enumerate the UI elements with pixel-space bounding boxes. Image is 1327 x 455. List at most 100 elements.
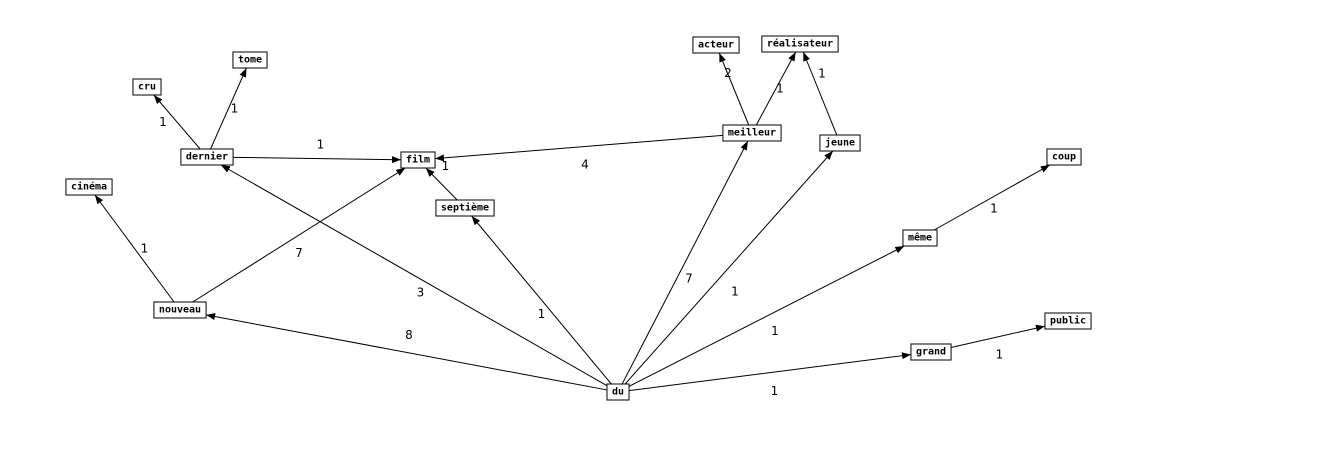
node-box [132, 78, 162, 96]
edge-weight-label: 1 [990, 202, 998, 216]
node-coup: coup [1046, 148, 1082, 166]
node-grand: grand [910, 343, 952, 361]
node-box [1044, 312, 1092, 330]
edge-septieme-film: 1 [425, 159, 458, 201]
node-cru: cru [132, 78, 162, 96]
node-box [819, 134, 861, 152]
node-jeune: jeune [819, 134, 861, 152]
node-label: septième [441, 202, 489, 214]
edge-du-jeune: 1 [624, 150, 834, 385]
edge-arrow [628, 352, 912, 392]
node-box [435, 199, 495, 217]
edge-arrow [933, 164, 1051, 231]
node-label: jeune [825, 137, 855, 149]
node-label: réalisateur [767, 38, 833, 50]
edge-arrow [94, 194, 175, 303]
node-label: meilleur [728, 127, 776, 139]
node-box [910, 343, 952, 361]
edge-weight-label: 2 [724, 66, 732, 80]
edge-du-grand: 1 [628, 352, 912, 398]
edge-weight-label: 1 [538, 307, 546, 321]
edge-arrow [950, 324, 1046, 348]
node-box [606, 383, 630, 401]
edge-weight-label: 1 [159, 115, 167, 129]
node-box [153, 301, 207, 319]
node-box [722, 124, 782, 142]
node-box [1046, 148, 1082, 166]
edge-meilleur-acteur: 2 [718, 52, 750, 126]
edge-arrow [624, 150, 834, 385]
edge-weight-label: 8 [405, 328, 413, 342]
edge-arrow [755, 51, 797, 126]
node-box [232, 51, 268, 69]
node-box [400, 151, 436, 169]
edge-arrow [435, 134, 723, 162]
node-label: cru [138, 82, 156, 93]
node-label: même [908, 232, 932, 244]
node-film: film [400, 151, 436, 169]
edge-du-meme: 1 [628, 245, 905, 387]
node-public: public [1044, 312, 1092, 330]
edge-weight-label: 1 [776, 82, 784, 96]
edge-weight-label: 1 [771, 324, 779, 338]
edge-du-meilleur: 7 [621, 140, 749, 385]
node-label: cinéma [71, 181, 107, 193]
edge-weight-label: 1 [317, 138, 325, 152]
node-label: dernier [186, 151, 228, 163]
edge-arrow [621, 140, 749, 385]
node-label: du [612, 387, 624, 398]
edge-arrow [192, 167, 406, 303]
node-acteur: acteur [692, 36, 740, 54]
node-box [902, 229, 938, 247]
node-box [761, 35, 839, 53]
edge-dernier-cru: 1 [153, 94, 201, 150]
edge-meme-coup: 1 [933, 164, 1051, 231]
node-label: nouveau [159, 305, 201, 316]
node-box [65, 178, 113, 196]
nodes-layer: cru tome dernier film cinéma septième nouveau d… [65, 35, 1092, 401]
edge-arrow [153, 94, 201, 150]
edge-weight-label: 7 [685, 272, 693, 286]
edge-du-dernier: 3 [220, 164, 608, 387]
edge-weight-label: 1 [141, 242, 149, 256]
edge-weight-label: 1 [996, 348, 1004, 362]
edge-arrow [220, 164, 608, 387]
edge-arrow [471, 215, 612, 385]
node-meilleur: meilleur [722, 124, 782, 142]
node-label: acteur [698, 40, 734, 51]
edge-weight-label: 4 [581, 158, 589, 172]
node-box [180, 148, 234, 166]
edge-arrow [802, 51, 838, 136]
node-septieme: septième [435, 199, 495, 217]
edge-arrow [205, 313, 608, 391]
node-label: tome [238, 55, 262, 66]
edge-weight-label: 1 [442, 159, 450, 173]
edge-grand-public: 1 [950, 324, 1046, 362]
node-realisateur: réalisateur [761, 35, 839, 53]
node-cinema: cinéma [65, 178, 113, 196]
edge-arrow [210, 67, 247, 150]
edge-weight-label: 1 [818, 67, 826, 81]
node-du: du [606, 383, 630, 401]
edge-jeune-realisateur: 1 [802, 51, 838, 136]
edge-weight-label: 3 [417, 286, 425, 300]
edge-dernier-film: 1 [233, 138, 401, 164]
edge-weight-label: 1 [771, 384, 779, 398]
edge-weight-label: 7 [295, 246, 303, 260]
node-label: film [406, 154, 430, 166]
node-tome: tome [232, 51, 268, 69]
edge-arrow [718, 52, 750, 126]
edge-nouveau-film: 7 [192, 167, 406, 303]
edge-du-septieme: 1 [471, 215, 612, 385]
edge-arrow [233, 156, 401, 164]
edge-arrow [628, 245, 905, 387]
edge-weight-label: 1 [231, 102, 239, 116]
node-box [692, 36, 740, 54]
node-nouveau: nouveau [153, 301, 207, 319]
node-label: coup [1052, 152, 1076, 163]
edge-meilleur-realisateur: 1 [755, 51, 797, 126]
edge-weight-label: 1 [731, 285, 739, 299]
edge-meilleur-film: 4 [435, 134, 723, 172]
